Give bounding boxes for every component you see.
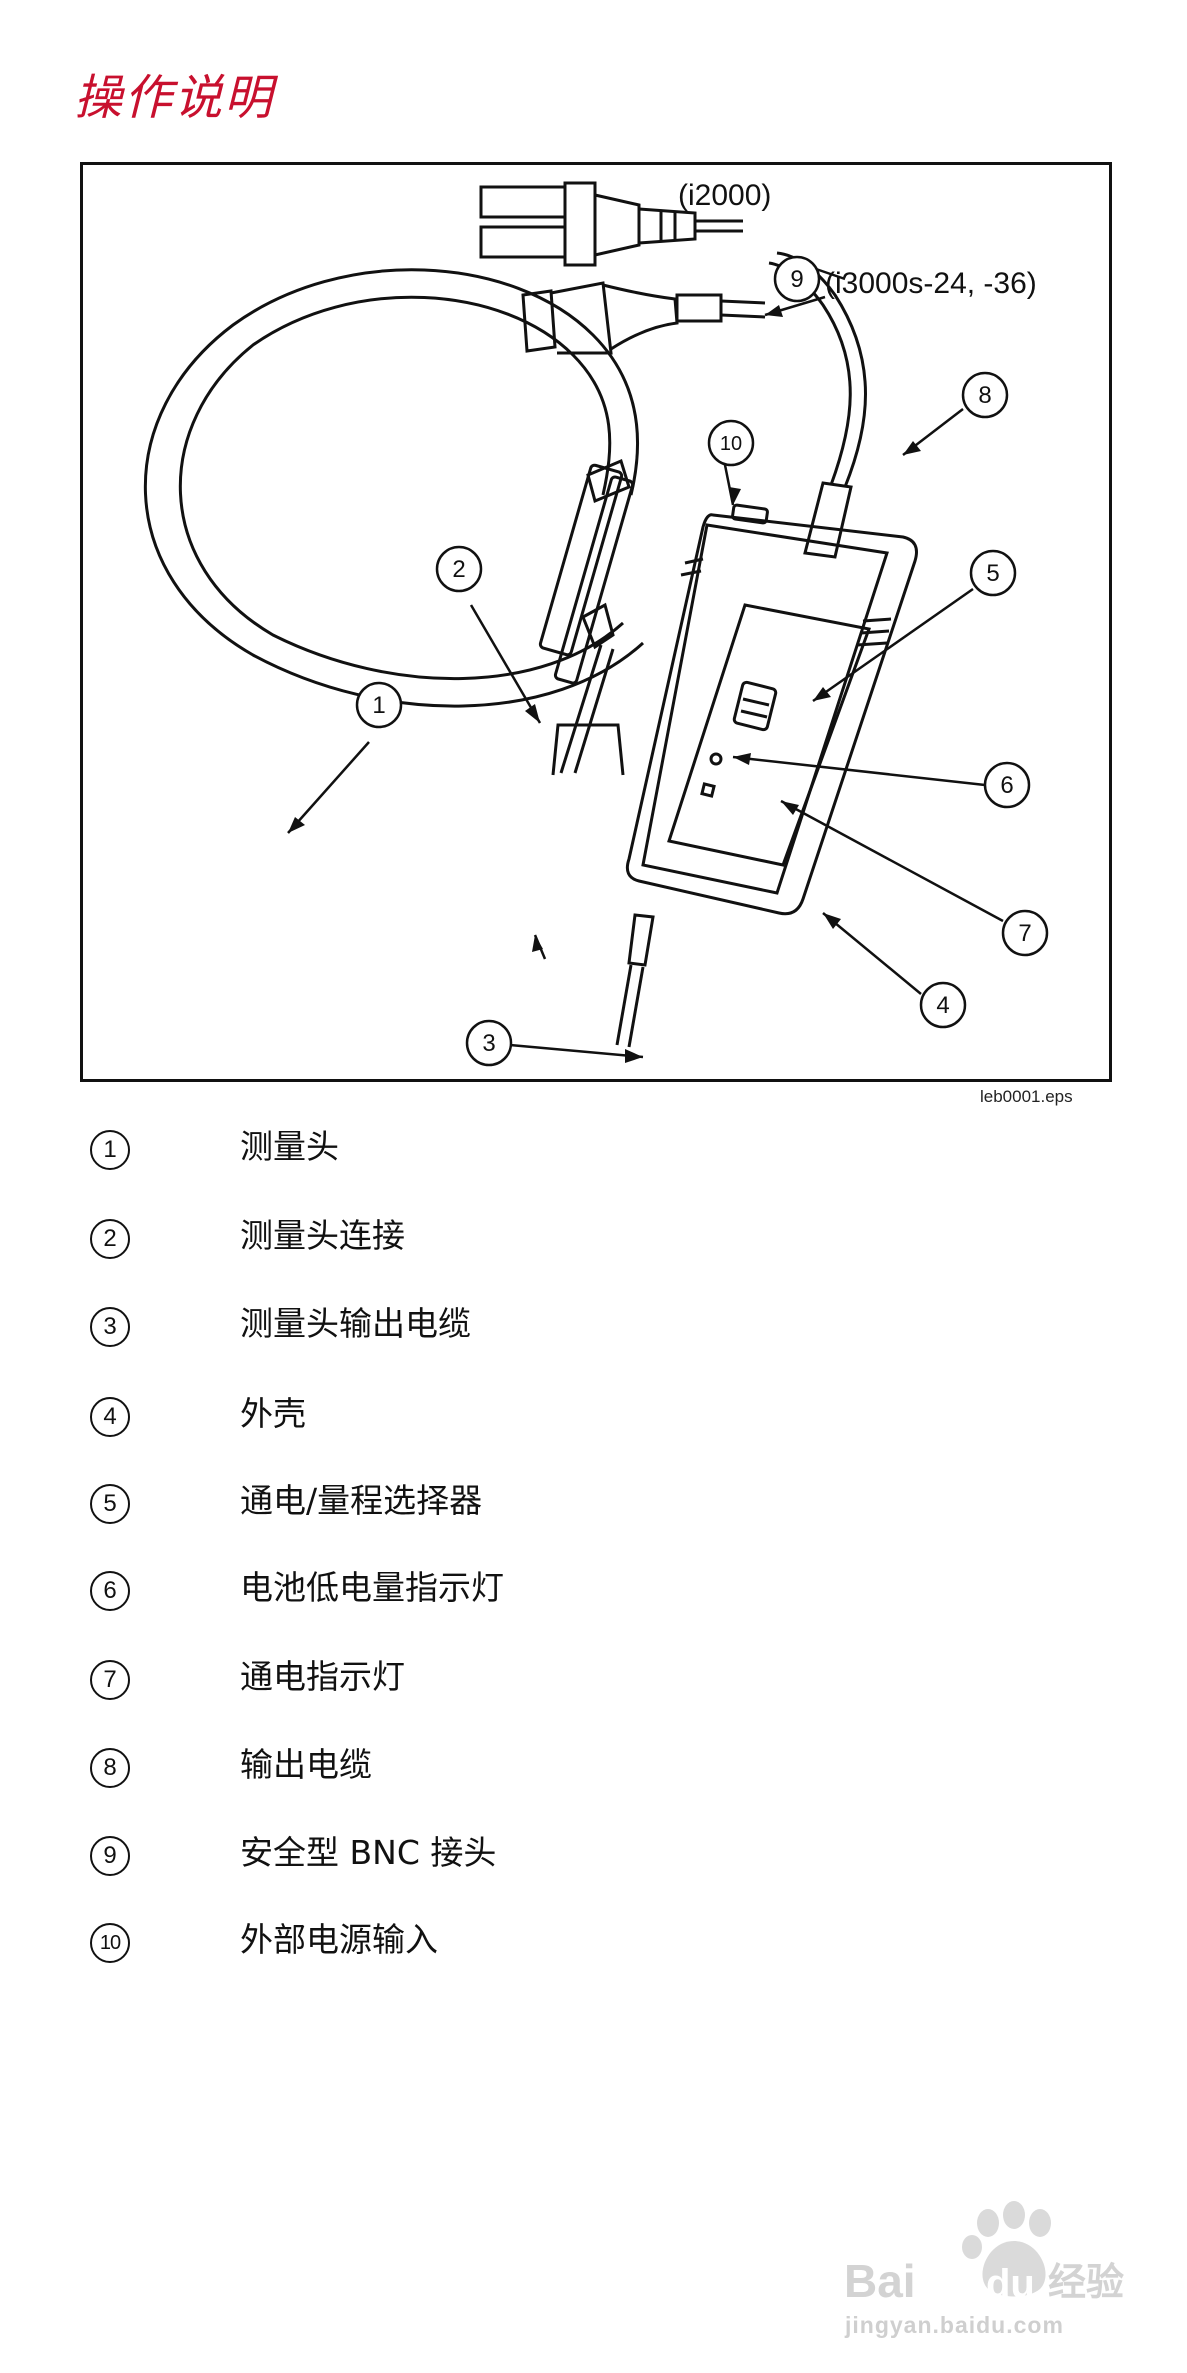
watermark-brand-right: du (986, 2262, 1035, 2306)
legend-number-badge: 7 (90, 1660, 130, 1700)
legend-label: 安全型 BNC 接头 (240, 1833, 497, 1872)
callout-1-label: 1 (372, 692, 385, 719)
legend-label: 输出电缆 (240, 1745, 372, 1784)
legend-item: 8 输出电缆 (90, 1745, 990, 1808)
leader-1 (287, 741, 370, 834)
callout-2 (435, 545, 483, 593)
leader-3 (509, 1043, 644, 1059)
legend-item: 2 测量头连接 (90, 1216, 990, 1279)
watermark-url: jingyan.baidu.com (845, 2312, 1064, 2338)
legend-number-badge: 3 (90, 1307, 130, 1347)
watermark-brand-cn: 经验 (1048, 2262, 1124, 2304)
leader-6 (732, 755, 986, 787)
leader-5 (812, 587, 974, 703)
figure-file-id: leb0001.eps (980, 1087, 1073, 1106)
callout-1 (355, 681, 403, 729)
callout-9-label: 9 (790, 266, 803, 293)
plug-connector (479, 185, 567, 219)
leader-4 (822, 912, 922, 995)
legend-label: 测量头 (240, 1127, 339, 1166)
legend-number-badge: 6 (90, 1571, 130, 1611)
callout-10-label: 10 (720, 433, 742, 455)
callout-4 (919, 981, 967, 1029)
callout-7-label: 7 (1018, 920, 1031, 947)
legend-label: 电池低电量指示灯 (240, 1568, 504, 1607)
legend-label: 测量头输出电缆 (240, 1304, 471, 1343)
callout-5 (969, 549, 1017, 597)
legend-label: 测量头连接 (240, 1216, 405, 1255)
probe-diagram: 1 2 3 4 5 6 7 8 9 10 (i2000) (i3000s-24,… (144, 179, 1049, 1067)
legend-item: 10 外部电源输入 (90, 1920, 990, 1983)
model-label-i2000: (i2000) (678, 179, 771, 212)
callout-10 (707, 419, 755, 467)
housing-outline (625, 513, 918, 916)
legend-label: 通电/量程选择器 (240, 1481, 483, 1520)
legend-item: 7 通电指示灯 (90, 1657, 990, 1720)
battery-indicator-icon (709, 752, 723, 766)
leader-2 (469, 604, 542, 724)
leader-7 (780, 799, 1004, 923)
legend-item: 6 电池低电量指示灯 (90, 1568, 990, 1631)
legend-label: 外壳 (240, 1394, 306, 1433)
callout-4-label: 4 (936, 992, 949, 1019)
legend-number-badge: 5 (90, 1484, 130, 1524)
model-label-i3000s: (i3000s-24, -36) (825, 267, 1037, 300)
legend-item: 9 安全型 BNC 接头 (90, 1833, 990, 1896)
range-selector-icon (732, 680, 778, 732)
callout-8 (961, 371, 1009, 419)
figure-frame: 1 2 3 4 5 6 7 8 9 10 (i2000) (i3000s-24,… (80, 162, 1112, 1082)
power-indicator-icon (700, 782, 716, 798)
legend-label: 通电指示灯 (240, 1657, 405, 1696)
measuring-head-outer (144, 268, 645, 708)
callout-7 (1001, 909, 1049, 957)
legend-item: 4 外壳 (90, 1394, 990, 1457)
legend-number-badge: 2 (90, 1219, 130, 1259)
legend-number-badge: 4 (90, 1397, 130, 1437)
legend-item: 5 通电/量程选择器 (90, 1481, 990, 1544)
callout-5-label: 5 (986, 560, 999, 587)
legend-item: 1 测量头 (90, 1127, 990, 1190)
callout-2-label: 2 (452, 556, 465, 583)
callout-6 (983, 761, 1031, 809)
legend-number-badge: 9 (90, 1836, 130, 1876)
housing-face (667, 603, 872, 867)
legend-number-badge: 8 (90, 1748, 130, 1788)
page-title: 操作说明 (74, 70, 275, 126)
callout-8-label: 8 (978, 382, 991, 409)
watermark-brand-left: Bai (844, 2255, 916, 2307)
legend-label: 外部电源输入 (240, 1920, 438, 1959)
callout-3 (465, 1019, 513, 1067)
callout-3-label: 3 (482, 1030, 495, 1057)
callout-6-label: 6 (1000, 772, 1013, 799)
measuring-head-inner (178, 295, 625, 680)
legend-number-badge: 10 (90, 1923, 130, 1963)
callout-9 (773, 255, 821, 303)
baidu-watermark-logo: Bai du 经验 (844, 2201, 1124, 2307)
legend-number-badge: 1 (90, 1130, 130, 1170)
bnc-connector (521, 289, 557, 353)
legend-item: 3 测量头输出电缆 (90, 1304, 990, 1367)
